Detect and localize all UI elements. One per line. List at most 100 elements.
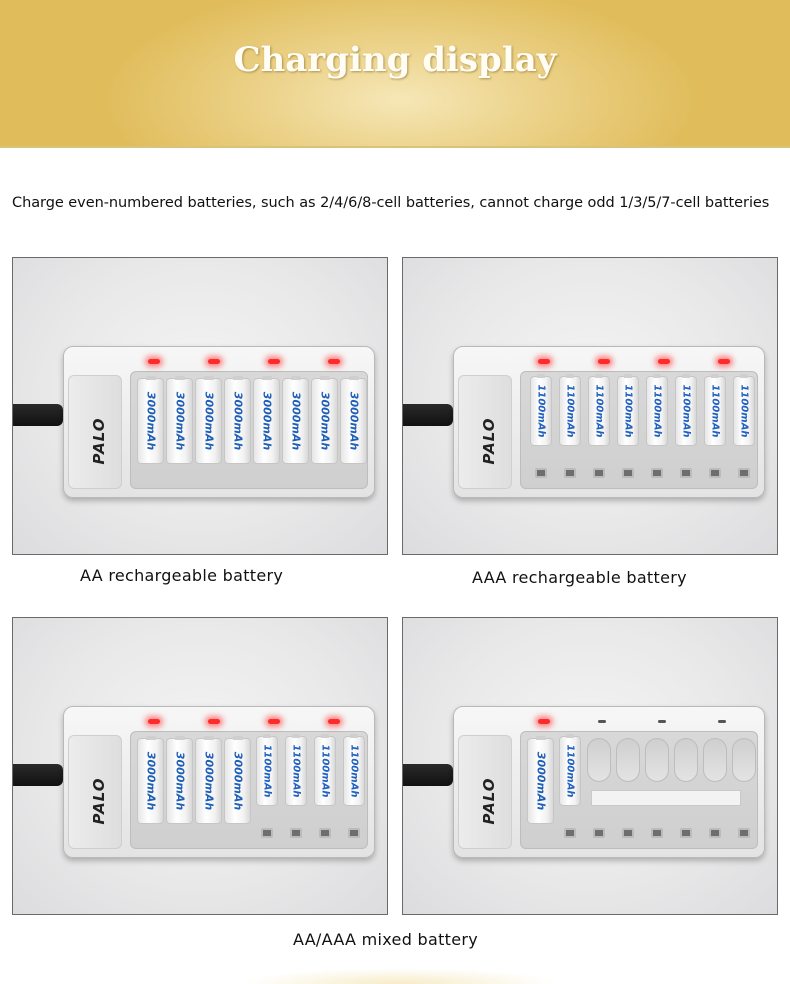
aa-battery: 3000mAh	[166, 736, 193, 824]
battery-capacity-label: 3000mAh	[202, 751, 215, 811]
empty-slot	[587, 738, 611, 782]
battery-terminal	[174, 736, 185, 740]
bottom-decoration	[240, 968, 560, 984]
caption-aaa: AAA rechargeable battery	[472, 568, 687, 587]
aa-battery: 3000mAh	[195, 736, 222, 824]
battery-terminal	[232, 736, 243, 740]
power-cable	[13, 404, 63, 426]
slot-contact	[709, 468, 721, 478]
battery-capacity-label: 3000mAh	[318, 391, 331, 451]
battery-terminal	[535, 736, 546, 740]
brand-logo: PALO	[90, 417, 108, 465]
led-off	[718, 720, 726, 723]
aaa-battery: 1100mAh	[646, 374, 668, 446]
battery-capacity-label: 3000mAh	[231, 751, 244, 811]
battery-capacity-label: 1100mAh	[680, 384, 692, 438]
empty-slot	[645, 738, 669, 782]
slot-contact	[680, 468, 692, 478]
battery-capacity-label: 1100mAh	[709, 384, 721, 438]
aa-battery: 3000mAh	[137, 376, 164, 464]
battery-capacity-label: 3000mAh	[289, 391, 302, 451]
battery-terminal	[653, 374, 661, 378]
led-charging	[328, 359, 340, 364]
battery-capacity-label: 3000mAh	[534, 751, 547, 811]
empty-slot	[674, 738, 698, 782]
slot-contact	[348, 828, 360, 838]
photo-aaa-charger: PALO 1100mAh 1100mAh 1100mAh 1100mAh 1100mAh 1…	[402, 257, 778, 555]
aaa-battery: 1100mAh	[530, 374, 552, 446]
battery-capacity-label: 3000mAh	[260, 391, 273, 451]
battery-terminal	[292, 734, 300, 738]
battery-terminal	[319, 376, 330, 380]
brand-logo: PALO	[480, 417, 498, 465]
slot-contact	[593, 828, 605, 838]
battery-terminal	[595, 374, 603, 378]
charger-body: PALO 3000mAh 3000mAh 3000mAh 3000mAh 1100mAh 1…	[63, 706, 375, 858]
battery-terminal	[682, 374, 690, 378]
battery-terminal	[348, 376, 359, 380]
led-charging	[328, 719, 340, 724]
slot-contact	[564, 828, 576, 838]
battery-capacity-label: 1100mAh	[348, 744, 360, 798]
led-charging	[148, 359, 160, 364]
power-cable	[13, 764, 63, 786]
caption-mixed: AA/AAA mixed battery	[293, 930, 479, 949]
aa-battery: 3000mAh	[527, 736, 554, 824]
photo-aa-charger: PALO 3000mAh 3000mAh 3000mAh 3000mAh 3000mAh 3…	[12, 257, 388, 555]
slot-contact	[535, 468, 547, 478]
aa-battery: 3000mAh	[137, 736, 164, 824]
slot-contact	[709, 828, 721, 838]
battery-capacity-label: 1100mAh	[738, 384, 750, 438]
charger-brand-panel: PALO	[68, 375, 122, 489]
power-cable	[403, 764, 453, 786]
charging-notice: Charge even-numbered batteries, such as …	[12, 195, 770, 211]
battery-terminal	[321, 734, 329, 738]
aaa-battery: 1100mAh	[588, 374, 610, 446]
slot-contact	[593, 468, 605, 478]
slot-contact	[738, 468, 750, 478]
empty-slot	[732, 738, 756, 782]
battery-terminal	[537, 374, 545, 378]
caption-aa: AA rechargeable battery	[80, 566, 284, 585]
page-title: Charging display	[233, 40, 557, 80]
slot-contact	[290, 828, 302, 838]
aaa-battery: 1100mAh	[314, 734, 336, 806]
aaa-battery: 1100mAh	[675, 374, 697, 446]
slot-contact	[564, 468, 576, 478]
led-charging	[658, 359, 670, 364]
battery-capacity-label: 1100mAh	[564, 384, 576, 438]
battery-capacity-label: 1100mAh	[319, 744, 331, 798]
charger-brand-panel: PALO	[68, 735, 122, 849]
aa-battery: 3000mAh	[340, 376, 367, 464]
slot-contact	[622, 468, 634, 478]
slot-contact	[738, 828, 750, 838]
battery-capacity-label: 3000mAh	[144, 751, 157, 811]
battery-capacity-label: 1100mAh	[261, 744, 273, 798]
battery-terminal	[174, 376, 185, 380]
led-off	[598, 720, 606, 723]
battery-capacity-label: 1100mAh	[651, 384, 663, 438]
battery-capacity-label: 3000mAh	[347, 391, 360, 451]
led-charging	[538, 719, 550, 724]
battery-terminal	[203, 376, 214, 380]
led-charging	[208, 719, 220, 724]
led-charging	[538, 359, 550, 364]
aaa-battery: 1100mAh	[559, 734, 581, 806]
battery-capacity-label: 3000mAh	[173, 391, 186, 451]
tray-bar	[591, 790, 741, 806]
power-cable	[403, 404, 453, 426]
aa-battery: 3000mAh	[195, 376, 222, 464]
slot-contact	[261, 828, 273, 838]
aa-battery: 3000mAh	[282, 376, 309, 464]
battery-terminal	[740, 374, 748, 378]
aa-battery: 3000mAh	[224, 736, 251, 824]
charger-brand-panel: PALO	[458, 375, 512, 489]
empty-slot	[703, 738, 727, 782]
header-banner: Charging display	[0, 0, 790, 148]
battery-tray: 3000mAh 1100mAh	[520, 731, 758, 849]
led-charging	[718, 359, 730, 364]
battery-capacity-label: 1100mAh	[593, 384, 605, 438]
battery-terminal	[145, 376, 156, 380]
battery-capacity-label: 3000mAh	[173, 751, 186, 811]
